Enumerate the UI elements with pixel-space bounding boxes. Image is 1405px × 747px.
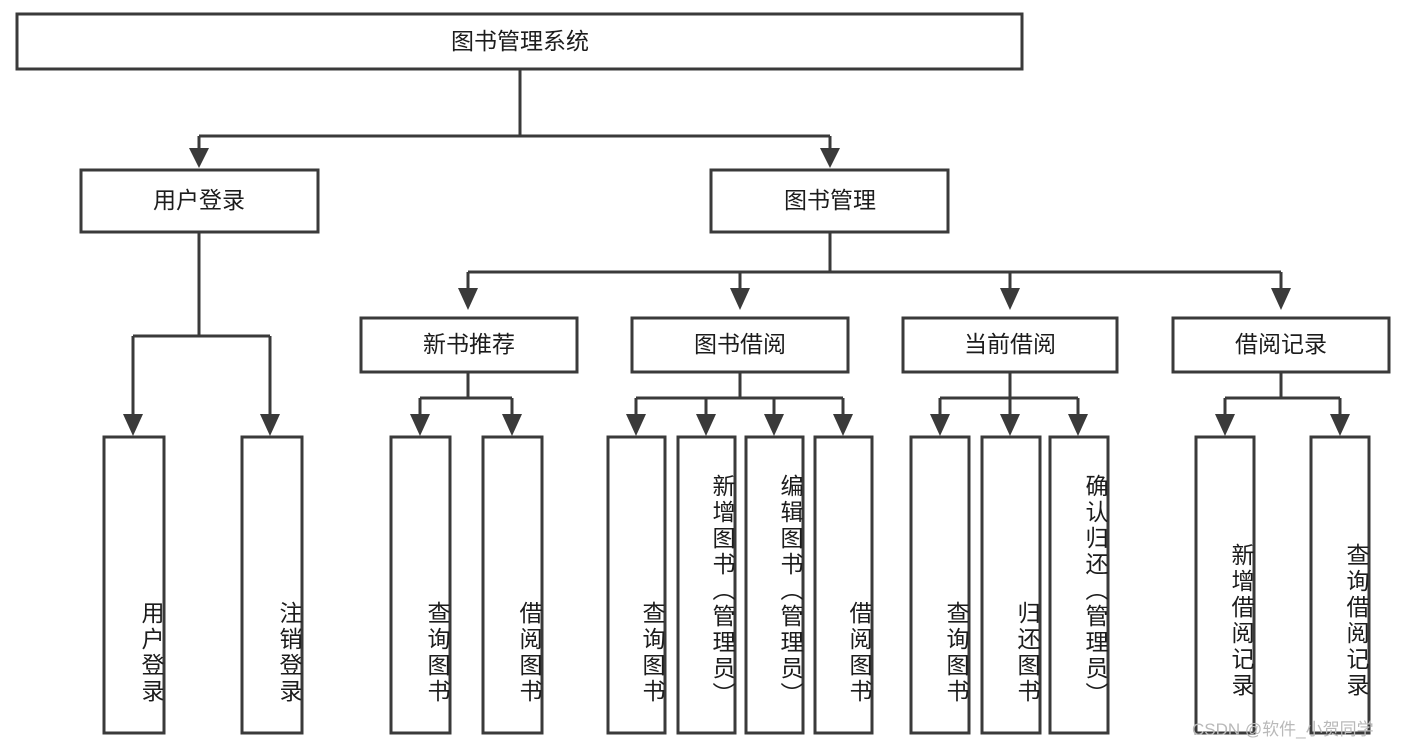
arrow-to-leaf-query-book-1 bbox=[410, 414, 430, 436]
node-current-borrow[interactable]: 当前借阅 bbox=[901, 316, 1119, 374]
connector-group-new-book-recommend bbox=[410, 372, 522, 436]
node-label-book-borrow: 图书借阅 bbox=[694, 331, 786, 357]
node-root[interactable]: 图书管理系统 bbox=[15, 12, 1024, 71]
connector-group-current-borrow bbox=[930, 372, 1088, 436]
node-box-leaf-query-book-1[interactable] bbox=[389, 435, 452, 735]
connector-group-book-management bbox=[458, 233, 1291, 310]
node-box-new-book-recommend[interactable] bbox=[359, 316, 579, 374]
node-box-user-login[interactable] bbox=[79, 168, 320, 234]
node-box-leaf-query-book-3[interactable] bbox=[909, 435, 971, 735]
arrow-to-leaf-edit-book bbox=[764, 414, 784, 436]
arrow-to-borrow-record bbox=[1271, 288, 1291, 310]
arrow-to-leaf-query-book-2 bbox=[626, 414, 646, 436]
node-label-current-borrow: 当前借阅 bbox=[964, 331, 1056, 357]
connector-group-root bbox=[189, 69, 840, 168]
arrow-to-leaf-query-record bbox=[1330, 414, 1350, 436]
node-label-user-login: 用户登录 bbox=[153, 187, 245, 213]
arrow-to-leaf-user-login bbox=[123, 414, 143, 436]
node-box-leaf-user-login[interactable] bbox=[102, 435, 166, 735]
node-box-leaf-edit-book[interactable] bbox=[744, 435, 805, 735]
node-label-new-book-recommend: 新书推荐 bbox=[423, 331, 515, 357]
node-box-current-borrow[interactable] bbox=[901, 316, 1119, 374]
arrow-to-book-borrow bbox=[730, 288, 750, 310]
node-box-book-borrow[interactable] bbox=[630, 316, 850, 374]
node-user-login[interactable]: 用户登录 bbox=[79, 168, 320, 234]
arrow-root-to-user-login bbox=[189, 148, 209, 168]
arrow-to-current-borrow bbox=[1000, 288, 1020, 310]
node-box-leaf-query-record[interactable] bbox=[1309, 435, 1371, 735]
arrow-to-leaf-user-logout bbox=[260, 414, 280, 436]
node-box-borrow-record[interactable] bbox=[1171, 316, 1391, 374]
node-box-leaf-borrow-book-2[interactable] bbox=[813, 435, 874, 735]
connector-group-user-login bbox=[123, 233, 280, 436]
arrow-to-leaf-query-book-3 bbox=[930, 414, 950, 436]
node-box-root[interactable] bbox=[15, 12, 1024, 71]
connector-group-borrow-record bbox=[1215, 372, 1350, 436]
node-box-leaf-add-book[interactable] bbox=[676, 435, 737, 735]
node-book-borrow[interactable]: 图书借阅 bbox=[630, 316, 850, 374]
node-box-leaf-return-book[interactable] bbox=[980, 435, 1042, 735]
arrow-to-leaf-confirm-return bbox=[1068, 414, 1088, 436]
node-box-leaf-borrow-book-1[interactable] bbox=[481, 435, 544, 735]
arrow-to-leaf-add-record bbox=[1215, 414, 1235, 436]
arrow-to-leaf-borrow-book-1 bbox=[502, 414, 522, 436]
node-box-leaf-user-logout[interactable] bbox=[240, 435, 304, 735]
arrow-root-to-book-management bbox=[820, 148, 840, 168]
arrow-to-leaf-borrow-book-2 bbox=[833, 414, 853, 436]
node-box-leaf-query-book-2[interactable] bbox=[606, 435, 667, 735]
arrow-to-leaf-add-book bbox=[696, 414, 716, 436]
arrow-to-leaf-return-book bbox=[1000, 414, 1020, 436]
node-book-management[interactable]: 图书管理 bbox=[709, 168, 950, 234]
node-new-book-recommend[interactable]: 新书推荐 bbox=[359, 316, 579, 374]
node-borrow-record[interactable]: 借阅记录 bbox=[1171, 316, 1391, 374]
node-box-leaf-confirm-return[interactable] bbox=[1048, 435, 1110, 735]
node-box-book-management[interactable] bbox=[709, 168, 950, 234]
connector-group-book-borrow bbox=[626, 372, 853, 436]
node-label-book-management: 图书管理 bbox=[784, 187, 876, 213]
csdn-watermark: CSDN @软件_小贺同学 bbox=[1192, 720, 1374, 739]
node-label-borrow-record: 借阅记录 bbox=[1235, 331, 1327, 357]
arrow-to-new-book-recommend bbox=[458, 288, 478, 310]
node-label-root: 图书管理系统 bbox=[451, 28, 589, 54]
node-box-leaf-add-record[interactable] bbox=[1194, 435, 1256, 735]
